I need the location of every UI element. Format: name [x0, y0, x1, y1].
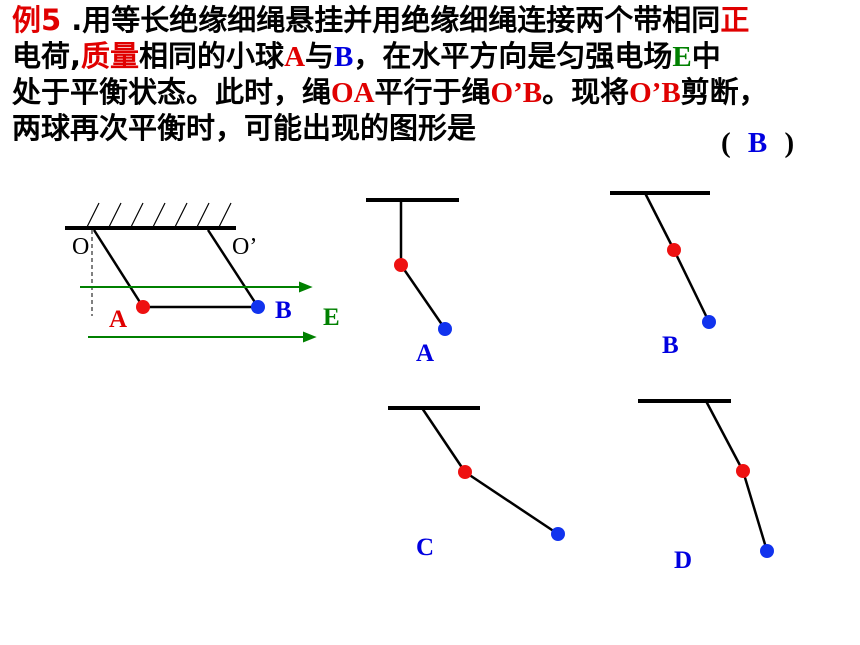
option-a-ball-A: [394, 258, 408, 272]
problem-line-4: 两球再次平衡时，可能出现的图形是: [12, 110, 858, 146]
option-c-ball-B: [551, 527, 565, 541]
text-run: OA: [331, 77, 375, 109]
problem-text: 例5 .用等长绝缘细绳悬挂并用绝缘细绳连接两个带相同正 电荷,质量相同的小球A与…: [12, 2, 858, 146]
rope-O-prime-B: [206, 229, 260, 308]
text-run: ，在水平方向是匀强电场: [353, 39, 673, 73]
text-run: 相同的小球: [139, 39, 285, 73]
option-c-rope-lower: [464, 470, 559, 536]
option-d-label: D: [674, 547, 692, 574]
option-c-rope-upper: [420, 407, 467, 473]
main-figure: O O’ A B E: [65, 202, 340, 343]
text-run: 例5: [12, 3, 62, 37]
text-run: 质量: [81, 39, 140, 73]
option-b-label: B: [662, 332, 679, 359]
text-run: 平行于绳: [374, 75, 491, 109]
option-b-ball-A: [667, 243, 681, 257]
text-run: 电荷,: [12, 39, 82, 73]
text-run: A: [284, 41, 306, 73]
option-b-figure: B: [610, 191, 716, 359]
text-run: .用等长绝缘细绳悬挂并用绝缘细绳连接两个带相同: [61, 3, 721, 37]
ball-A: [136, 300, 150, 314]
text-run: 正: [720, 3, 750, 37]
answer-value: B: [747, 127, 768, 159]
answer-close-paren: ): [784, 127, 795, 159]
option-a-label: A: [416, 340, 434, 367]
rope-OA: [92, 229, 145, 308]
option-b-rope-upper: [643, 192, 676, 251]
option-d-ball-A: [736, 464, 750, 478]
problem-line-1: 例5 .用等长绝缘细绳悬挂并用绝缘细绳连接两个带相同正: [12, 2, 858, 38]
label-A: A: [109, 306, 127, 333]
field-lines: [80, 281, 317, 343]
text-run: 。现将: [542, 75, 630, 109]
label-E: E: [323, 304, 340, 331]
problem-line-2: 电荷,质量相同的小球A与B，在水平方向是匀强电场E中: [12, 38, 858, 74]
option-a-figure: A: [366, 198, 459, 367]
ball-B: [251, 300, 265, 314]
option-d-figure: D: [638, 399, 774, 574]
ceiling-hatching: [86, 202, 232, 228]
label-O: O: [72, 234, 89, 260]
option-b-rope-lower: [672, 249, 711, 323]
label-B: B: [275, 297, 292, 324]
text-run: 与: [305, 39, 335, 73]
text-run: E: [672, 41, 692, 73]
option-a-rope-lower: [399, 264, 447, 330]
text-run: 两球再次平衡时，可能出现的图形是: [12, 111, 477, 145]
label-O-prime: O’: [232, 234, 257, 260]
text-run: B: [334, 41, 354, 73]
option-d-ball-B: [760, 544, 774, 558]
text-run: 处于平衡状态。此时，绳: [12, 75, 332, 109]
option-c-label: C: [416, 534, 434, 561]
option-d-rope-upper: [704, 400, 745, 472]
option-c-ball-A: [458, 465, 472, 479]
answer-box: ( B ): [721, 127, 794, 160]
text-run: 中: [691, 39, 721, 73]
text-run: O’B: [629, 77, 681, 109]
problem-line-3: 处于平衡状态。此时，绳OA平行于绳O’B。现将O’B剪断，: [12, 74, 858, 110]
option-c-figure: C: [388, 406, 565, 561]
text-run: 剪断，: [680, 75, 768, 109]
option-b-ball-B: [702, 315, 716, 329]
answer-open-paren: (: [721, 127, 731, 159]
text-run: O’B: [490, 77, 543, 109]
option-a-ball-B: [438, 322, 452, 336]
option-d-rope-lower: [741, 470, 769, 552]
